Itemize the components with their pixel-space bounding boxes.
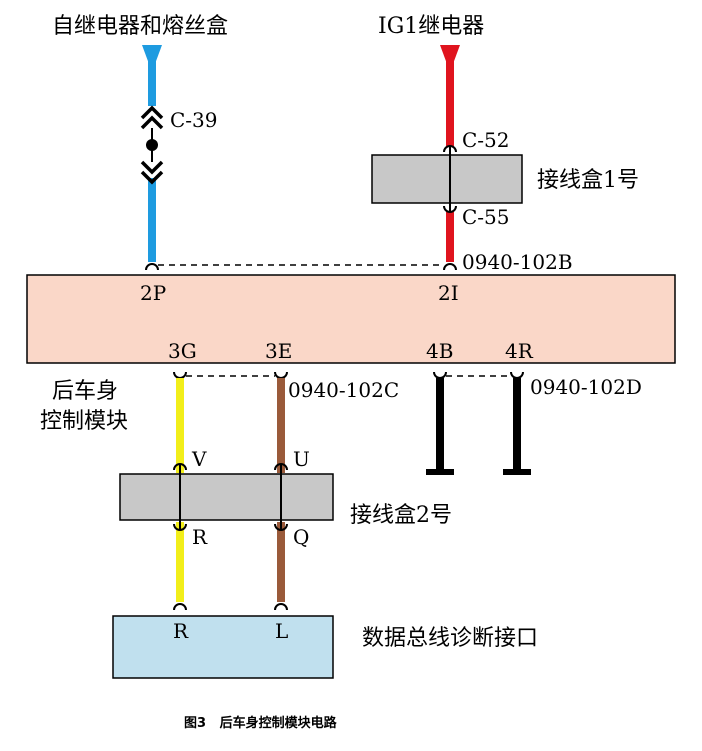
connector-0940-102d-label: 0940-102D <box>530 375 642 399</box>
connector-0940-102b-label: 0940-102B <box>462 250 573 274</box>
red-wire <box>440 45 460 262</box>
yellow-wire-segment-top <box>176 378 184 473</box>
c39-label: C-39 <box>170 108 218 132</box>
junction-box-1 <box>371 154 523 204</box>
ground-wire-4B <box>426 378 454 475</box>
pin-V: V <box>191 447 207 471</box>
pin-4B: 4B <box>426 339 453 363</box>
pin-2I: 2I <box>438 281 459 305</box>
connector-0940-102c-label: 0940-102C <box>288 378 399 402</box>
blue-wire-segment-bottom <box>148 178 156 262</box>
c55-label: C-55 <box>462 205 510 229</box>
red-wire-segment-top <box>446 60 454 146</box>
pin-3E: 3E <box>265 339 292 363</box>
rear-body-control-module <box>26 274 676 364</box>
blue-wire-arrow <box>142 45 162 72</box>
c52-label: C-52 <box>462 128 510 152</box>
brown-wire-segment-top <box>277 378 285 473</box>
yellow-wire-segment-bottom <box>176 522 184 602</box>
pin-Q: Q <box>293 525 309 549</box>
junction-box-1-label: 接线盒1号 <box>537 168 639 193</box>
c39-junction-dot <box>146 139 158 151</box>
fuse-relay-box-label: 自继电器和熔丝盒 <box>52 14 228 39</box>
figure-caption: 图3 后车身控制模块电路 <box>184 715 338 731</box>
junction-box-2 <box>119 473 334 521</box>
pin-R-junction: R <box>192 525 208 549</box>
blue-wire <box>142 45 162 262</box>
brown-wire-segment-bottom <box>277 522 285 602</box>
blue-wire-segment-top <box>148 60 156 106</box>
pin-R-diag: R <box>173 619 189 643</box>
pin-U: U <box>293 447 310 471</box>
pin-2P: 2P <box>140 281 166 305</box>
pin-4R: 4R <box>505 339 534 363</box>
module-name-line1: 后车身 <box>52 379 118 404</box>
junction-box-2-label: 接线盒2号 <box>350 503 452 528</box>
pin-3G: 3G <box>168 339 197 363</box>
ground-wire-4R <box>503 378 531 475</box>
diagnostic-connector-label: 数据总线诊断接口 <box>362 626 538 651</box>
red-wire-segment-bottom <box>446 212 454 262</box>
ig1-relay-label: IG1继电器 <box>378 14 484 39</box>
red-wire-arrow <box>440 45 460 72</box>
module-name-line2: 控制模块 <box>40 409 128 434</box>
diagnostic-connector <box>112 615 334 679</box>
pin-L: L <box>275 619 288 643</box>
